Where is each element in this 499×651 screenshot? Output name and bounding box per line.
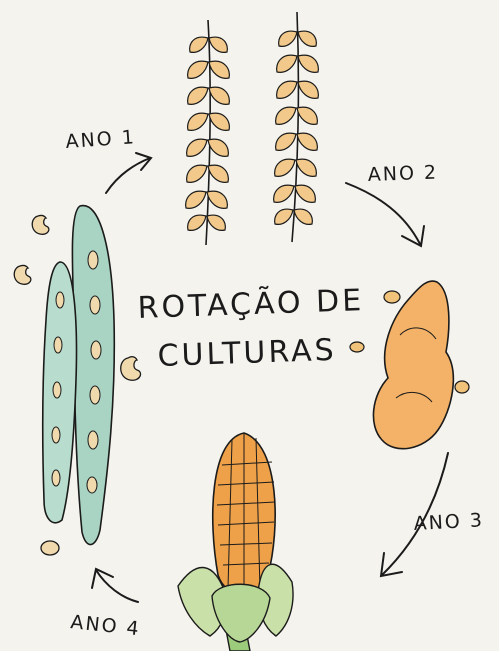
label-ano-2: ANO 2	[367, 162, 438, 186]
wheat-stalk-right	[274, 12, 319, 242]
peanut-icon	[350, 281, 469, 449]
title-line-1: ROTAÇÃO DE	[137, 282, 365, 326]
label-ano-4: ANO 4	[69, 611, 141, 640]
bean-pod-icon	[14, 206, 140, 555]
label-ano-1: ANO 1	[65, 126, 137, 153]
arrow-ano-4	[92, 569, 138, 602]
wheat-stalk-left	[186, 20, 230, 245]
corn-icon	[178, 433, 293, 651]
title-line-2: CULTURAS	[157, 333, 337, 374]
label-ano-3: ANO 3	[413, 509, 484, 535]
arrow-ano-1	[106, 153, 151, 193]
arrow-ano-2	[346, 183, 424, 246]
wheat-icon	[186, 12, 319, 245]
